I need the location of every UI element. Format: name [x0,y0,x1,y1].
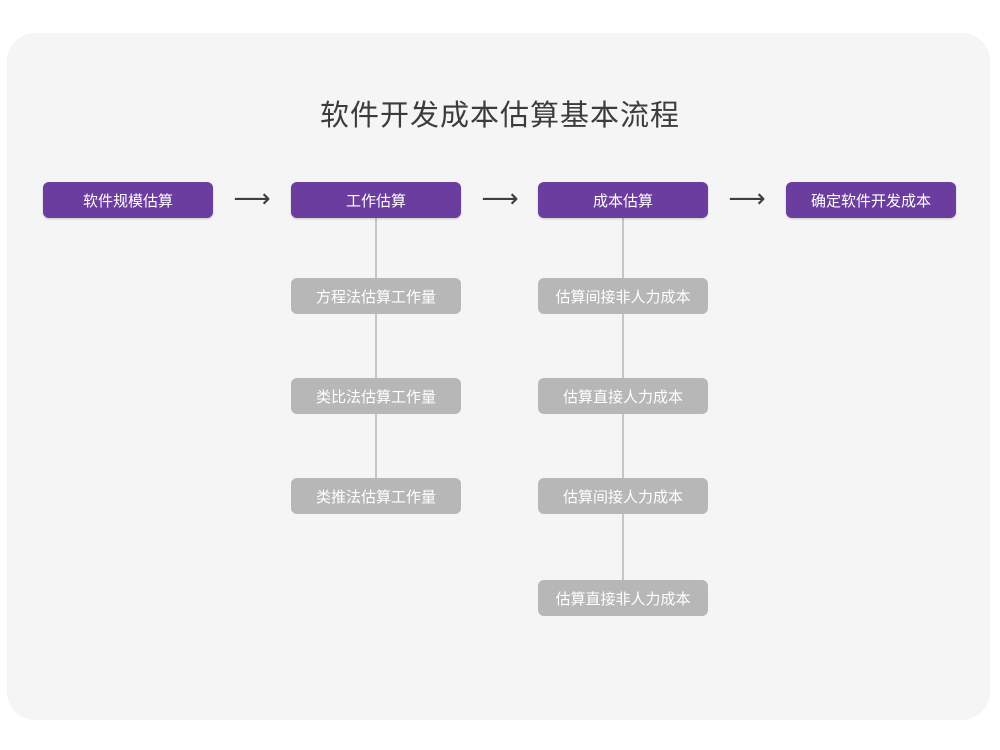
node-direct-nonlabor-cost[interactable]: 估算直接非人力成本 [538,580,708,616]
node-direct-labor-cost[interactable]: 估算直接人力成本 [538,378,708,414]
node-effort-equation-method[interactable]: 方程法估算工作量 [291,278,461,314]
arrow-right-icon-1: ⟶ [233,184,271,214]
connector-line-effort-column [375,218,377,514]
node-indirect-labor-cost[interactable]: 估算间接人力成本 [538,478,708,514]
node-effort-estimation[interactable]: 工作估算 [291,182,461,218]
arrow-right-icon-2: ⟶ [481,184,519,214]
node-software-scale-estimation[interactable]: 软件规模估算 [43,182,213,218]
page-title: 软件开发成本估算基本流程 [319,100,680,132]
node-determine-development-cost[interactable]: 确定软件开发成本 [786,182,956,218]
node-effort-analogy-method[interactable]: 类比法估算工作量 [291,378,461,414]
node-effort-inference-method[interactable]: 类推法估算工作量 [291,478,461,514]
diagram-card [7,33,990,720]
node-cost-estimation[interactable]: 成本估算 [538,182,708,218]
arrow-right-icon-3: ⟶ [728,184,766,214]
node-indirect-nonlabor-cost[interactable]: 估算间接非人力成本 [538,278,708,314]
